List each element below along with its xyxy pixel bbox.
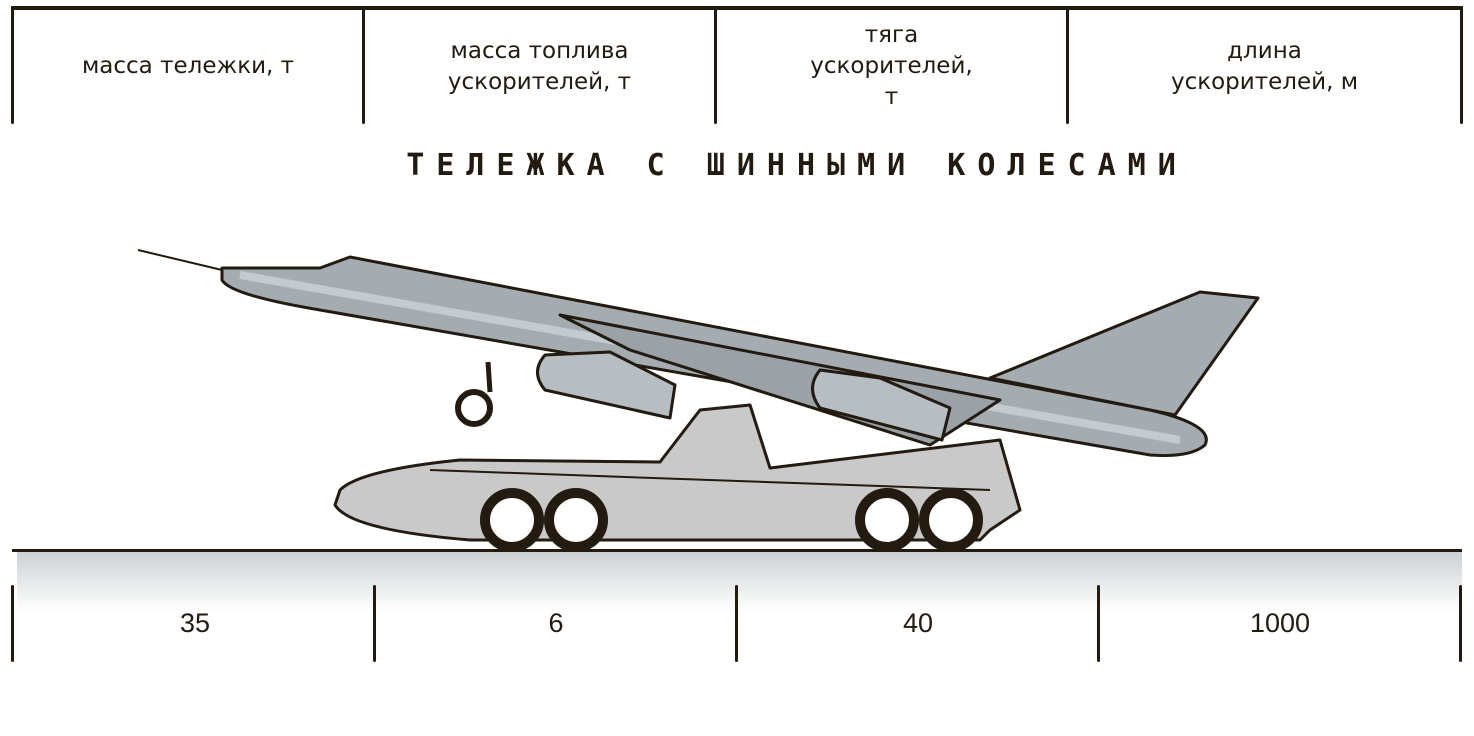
engine-rear (811, 368, 952, 442)
divider (1459, 585, 1462, 662)
divider (735, 585, 738, 662)
ground-band (17, 552, 1462, 612)
divider (1097, 585, 1100, 662)
header-fuel-mass: масса топлива ускорителей, т (447, 37, 632, 95)
nose-probe (137, 249, 223, 271)
nose-gear-strut (485, 361, 493, 393)
value-cart-mass: 35 (179, 607, 211, 638)
table-top-line (11, 6, 1463, 10)
cart-wheel (919, 488, 983, 552)
divider (714, 6, 717, 124)
nose-gear-wheel (455, 389, 493, 427)
divider (11, 585, 14, 662)
header-cart-mass: масса тележки, т (81, 53, 295, 79)
divider (362, 6, 365, 124)
engine-front (536, 350, 677, 420)
divider (1460, 6, 1463, 124)
divider (1066, 6, 1069, 124)
header-length: длина ускорителей, м (1170, 37, 1359, 95)
cart-line (429, 469, 991, 491)
cart-wheel (544, 488, 608, 552)
cart-wheel (480, 488, 544, 552)
divider (11, 6, 14, 124)
divider (373, 585, 376, 662)
value-thrust: 40 (902, 607, 934, 638)
value-length: 1000 (1249, 607, 1311, 638)
aircraft-on-cart-illustration (137, 249, 1260, 552)
value-fuel-mass: 6 (548, 607, 564, 638)
header-thrust: тяга ускорителей, т (810, 22, 973, 110)
ground-line (12, 549, 1462, 552)
section-title: ТЕЛЕЖКА С ШИННЫМИ КОЛЕСАМИ (406, 148, 1188, 183)
cart-wheel (855, 488, 919, 552)
